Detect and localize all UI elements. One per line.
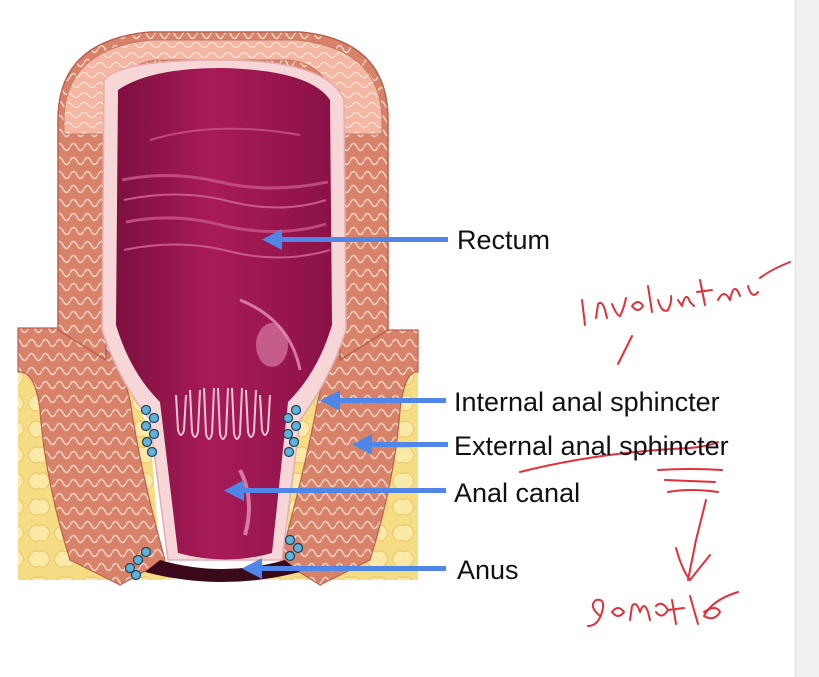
label-anal-canal: Anal canal: [454, 478, 581, 508]
arrow-left-icon: [352, 434, 448, 455]
label-anus: Anus: [457, 555, 519, 585]
anorectal-diagram: [17, 31, 791, 627]
pointer-arrows: [224, 229, 448, 579]
rectum-lumen: [116, 68, 332, 560]
arrow-left-icon: [320, 390, 446, 411]
label-external-anal-sphincter: External anal sphincter: [454, 431, 729, 461]
anal-columns: [175, 387, 271, 440]
label-rectum: Rectum: [457, 225, 551, 255]
arrow-left-icon: [224, 480, 446, 501]
handwritten-annotation: [519, 261, 791, 627]
label-internal-anal-sphincter: Internal anal sphincter: [454, 387, 720, 417]
arrow-left-icon: [262, 229, 448, 250]
venous-plexus: [124, 404, 304, 581]
scrollbar-strip[interactable]: [795, 0, 819, 677]
arrow-left-icon: [242, 558, 446, 579]
